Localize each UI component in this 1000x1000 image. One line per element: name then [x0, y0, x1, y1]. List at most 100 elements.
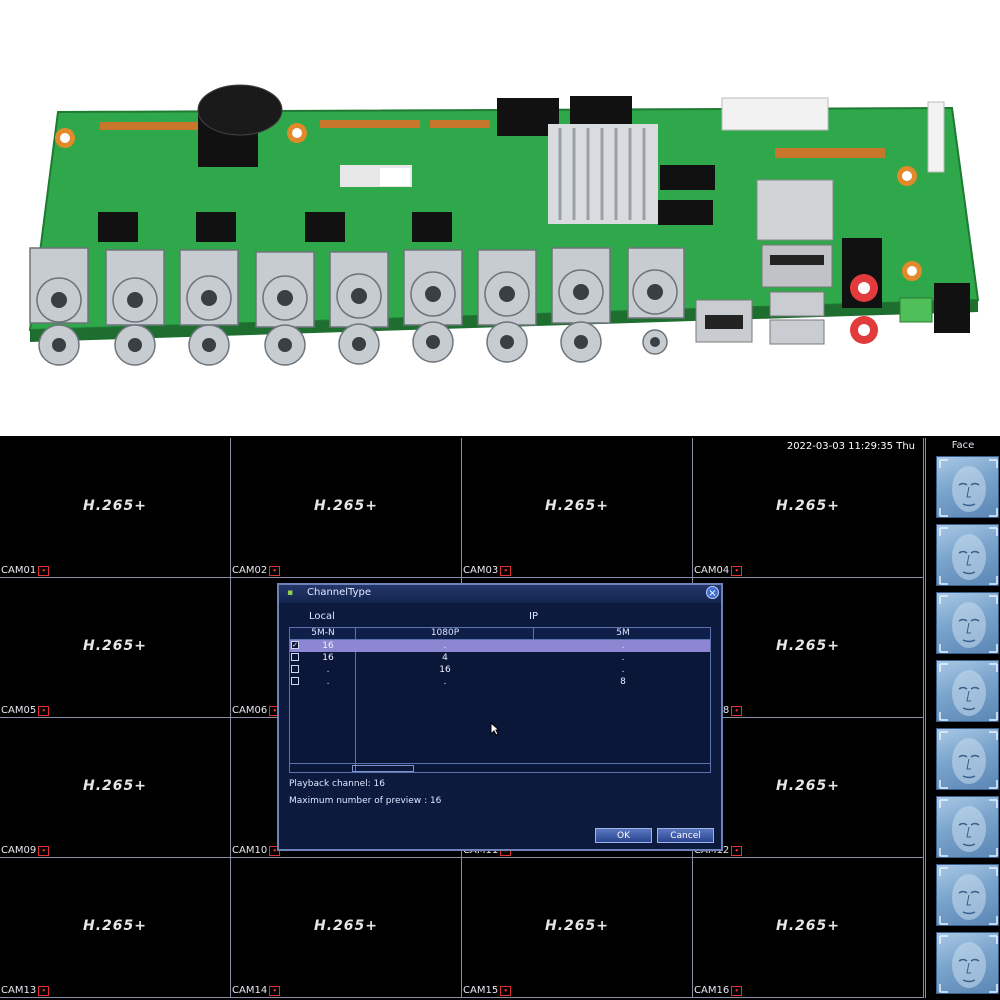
table-row[interactable]: ✓16.. — [290, 640, 710, 652]
camera-name: CAM13 — [1, 985, 37, 996]
face-scan-icon — [939, 527, 998, 585]
camera-tile[interactable]: H.265+CAM13• — [0, 858, 231, 998]
camera-label: CAM02• — [232, 565, 281, 576]
record-icon: • — [500, 985, 512, 996]
face-scan-icon — [939, 663, 998, 721]
cell-local-5m-n: . — [326, 677, 330, 687]
record-icon: • — [38, 705, 50, 716]
cell-ip-1080p: . — [443, 641, 447, 651]
camera-label: CAM01• — [1, 565, 50, 576]
camera-name: CAM09 — [1, 845, 37, 856]
record-icon: • — [38, 845, 50, 856]
row-checkbox[interactable] — [291, 677, 299, 685]
record-icon: • — [731, 705, 743, 716]
face-thumbnail[interactable] — [936, 864, 999, 926]
mouse-cursor-icon — [490, 722, 500, 736]
dvr-monitor-screen: H.265+CAM01•H.265+CAM02•H.265+CAM03•H.26… — [0, 436, 1000, 1000]
record-icon: • — [38, 565, 50, 576]
scrollbar-thumb[interactable] — [352, 765, 414, 772]
record-icon: • — [731, 985, 743, 996]
camera-tile[interactable]: H.265+CAM08• — [693, 578, 924, 718]
codec-label: H.265+ — [83, 778, 147, 794]
camera-name: CAM03 — [463, 565, 499, 576]
record-icon: • — [269, 985, 281, 996]
face-scan-icon — [939, 799, 998, 857]
cell-ip-5m: . — [621, 665, 625, 675]
dvr-circuit-board — [28, 84, 980, 366]
col-header-5m-n: 5M-N — [311, 628, 335, 638]
camera-label: CAM10• — [232, 845, 281, 856]
dialog-title: ChannelType — [307, 587, 372, 598]
cell-local-5m-n: 16 — [322, 653, 334, 663]
record-icon: • — [731, 845, 743, 856]
camera-tile[interactable]: H.265+ CAM02• — [231, 438, 462, 578]
record-icon: • — [38, 985, 50, 996]
face-scan-icon — [939, 867, 998, 925]
record-icon: • — [500, 565, 512, 576]
ok-button[interactable]: OK — [595, 828, 652, 843]
camera-name: CAM06 — [232, 705, 268, 716]
camera-name: CAM16 — [694, 985, 730, 996]
max-preview-text: Maximum number of preview : 16 — [289, 796, 442, 806]
cell-ip-1080p: . — [443, 677, 447, 687]
cancel-button[interactable]: Cancel — [657, 828, 714, 843]
close-icon[interactable]: × — [706, 586, 719, 599]
camera-tile[interactable]: H.265+CAM16• — [693, 858, 924, 998]
record-icon: • — [731, 565, 743, 576]
face-panel-title: Face — [951, 440, 975, 451]
face-thumbnail[interactable] — [936, 728, 999, 790]
camera-tile[interactable]: H.265+CAM15• — [462, 858, 693, 998]
camera-tile[interactable]: H.265+ CAM05• — [0, 578, 231, 718]
face-thumbnail[interactable] — [936, 932, 999, 994]
cell-local-5m-n: . — [326, 665, 330, 675]
cell-ip-5m: . — [621, 641, 625, 651]
camera-tile[interactable]: H.265+ CAM01• — [0, 438, 231, 578]
face-thumbnail[interactable] — [936, 660, 999, 722]
horizontal-scrollbar[interactable] — [290, 763, 710, 772]
dialog-titlebar[interactable]: ▪ ChannelType × — [279, 585, 721, 603]
cell-ip-1080p: 16 — [439, 665, 451, 675]
col-header-1080p: 1080P — [430, 628, 460, 638]
camera-name: CAM04 — [694, 565, 730, 576]
camera-label: CAM15• — [463, 985, 512, 996]
product-board-photo — [0, 0, 1000, 436]
camera-label: CAM05• — [1, 705, 50, 716]
camera-name: CAM15 — [463, 985, 499, 996]
table-header: 5M-N 1080P 5M — [290, 628, 710, 640]
cell-ip-5m: 8 — [620, 677, 626, 687]
cell-ip-5m: . — [621, 653, 625, 663]
row-checkbox[interactable]: ✓ — [291, 641, 299, 649]
row-checkbox[interactable] — [291, 653, 299, 661]
face-thumbnail[interactable] — [936, 592, 999, 654]
codec-label: H.265+ — [776, 778, 840, 794]
codec-label: H.265+ — [83, 638, 147, 654]
face-thumbnail[interactable] — [936, 796, 999, 858]
codec-label: H.265+ — [776, 498, 840, 514]
camera-tile[interactable]: H.265+ CAM03• — [462, 438, 693, 578]
table-row[interactable]: . 16. — [290, 664, 710, 676]
camera-tile[interactable]: H.265+ CAM14• — [231, 858, 462, 998]
camera-label: CAM16• — [694, 985, 743, 996]
camera-name: CAM02 — [232, 565, 268, 576]
face-scan-icon — [939, 459, 998, 517]
face-scan-icon — [939, 935, 998, 993]
camera-name: CAM14 — [232, 985, 268, 996]
record-icon: • — [269, 565, 281, 576]
face-panel: Face — [925, 438, 1000, 998]
face-thumbnail[interactable] — [936, 524, 999, 586]
camera-tile[interactable]: H.265+CAM12• — [693, 718, 924, 858]
face-thumbnail[interactable] — [936, 456, 999, 518]
row-checkbox[interactable] — [291, 665, 299, 673]
codec-label: H.265+ — [83, 498, 147, 514]
camera-label: CAM06• — [232, 705, 281, 716]
codec-label: H.265+ — [545, 498, 609, 514]
codec-label: H.265+ — [314, 498, 378, 514]
camera-tile[interactable]: H.265+ CAM09• — [0, 718, 231, 858]
camera-label: CAM14• — [232, 985, 281, 996]
camera-label: CAM09• — [1, 845, 50, 856]
table-row[interactable]: .. 8 — [290, 676, 710, 688]
codec-label: H.265+ — [314, 918, 378, 934]
camera-tile[interactable]: H.265+ CAM04• — [693, 438, 924, 578]
